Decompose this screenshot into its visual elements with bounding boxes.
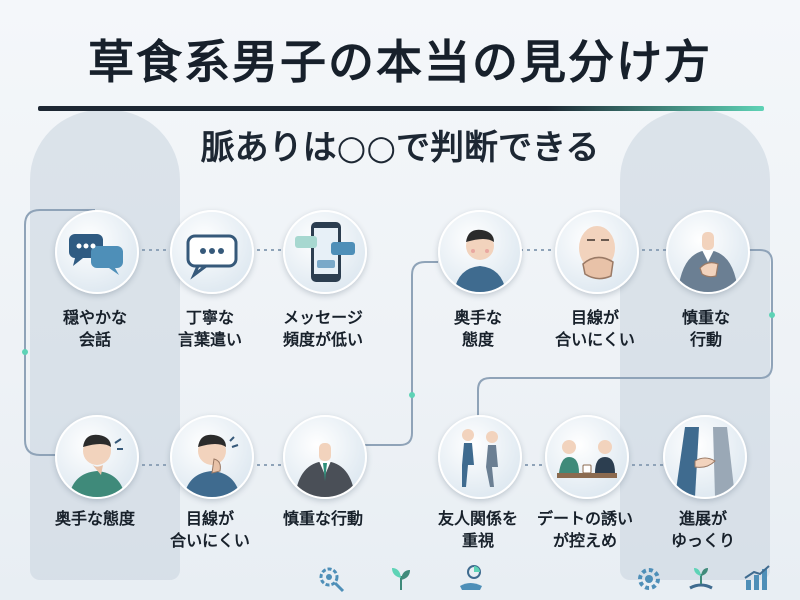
seedling-hands-icon bbox=[686, 562, 716, 592]
label-slow-progress: 進展がゆっくり bbox=[670, 509, 735, 550]
covering-mouth-icon bbox=[555, 210, 639, 294]
page-title: 草食系男子の本当の見分け方 bbox=[88, 35, 712, 89]
label-low-message-frequency: メッセージ頻度が低い bbox=[282, 308, 363, 349]
gear-icon bbox=[634, 564, 664, 594]
label-shy-attitude-2: 奥手な態度 bbox=[54, 509, 135, 528]
label-polite-words: 丁寧な言葉遣い bbox=[177, 308, 242, 349]
label-calm-conversation: 穏やかな会話 bbox=[62, 308, 127, 349]
title-underline bbox=[38, 106, 764, 111]
label-avoids-eye-contact: 目線が合いにくい bbox=[555, 308, 635, 349]
smartphone-messages-icon bbox=[283, 210, 367, 294]
label-values-friendship: 友人関係を重視 bbox=[437, 509, 518, 550]
background-silhouette-right bbox=[620, 110, 770, 580]
cafe-date-icon bbox=[545, 415, 629, 499]
background-silhouette-left bbox=[30, 110, 180, 580]
label-careful-action: 慎重な行動 bbox=[681, 308, 730, 349]
speech-bubbles-icon bbox=[55, 210, 139, 294]
walking-pair-icon bbox=[438, 415, 522, 499]
label-shy-attitude: 奥手な態度 bbox=[453, 308, 502, 349]
worried-man-icon bbox=[55, 415, 139, 499]
page-subtitle: 脈ありは○○で判断できる bbox=[200, 128, 600, 168]
bar-chart-icon bbox=[742, 562, 772, 592]
businessman-icon bbox=[283, 415, 367, 499]
hand-on-chest-icon bbox=[666, 210, 750, 294]
shy-man-icon bbox=[438, 210, 522, 294]
chat-bubble-icon bbox=[170, 210, 254, 294]
label-avoids-eye-contact-2: 目線が合いにくい bbox=[170, 509, 250, 550]
gear-magnifier-icon bbox=[316, 564, 346, 594]
label-modest-date-invites: デートの誘いが控えめ bbox=[536, 509, 633, 550]
sprout-icon bbox=[386, 562, 416, 592]
hand-chart-icon bbox=[456, 562, 486, 592]
thinking-man-icon bbox=[170, 415, 254, 499]
holding-hands-icon bbox=[663, 415, 747, 499]
label-careful-action-2: 慎重な行動 bbox=[282, 509, 363, 528]
